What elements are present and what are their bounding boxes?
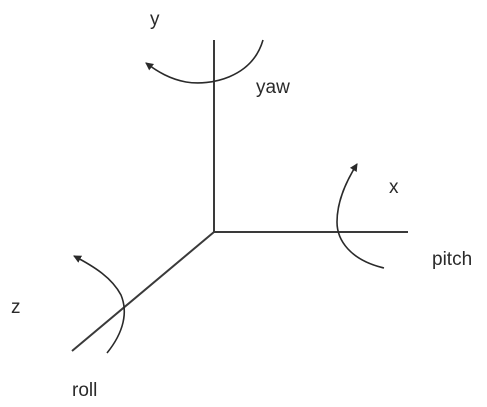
pitch-label: pitch	[432, 249, 472, 270]
y-axis-label: y	[150, 9, 160, 30]
z-axis-line	[71, 231, 215, 352]
x-axis-label: x	[389, 177, 399, 198]
roll-rotation-arrow	[73, 255, 126, 354]
pitch-rotation-arrow	[336, 163, 385, 269]
yaw-label: yaw	[256, 77, 290, 98]
z-axis-label: z	[11, 297, 21, 318]
yaw-rotation-arrow	[145, 39, 264, 84]
roll-label: roll	[72, 380, 97, 401]
